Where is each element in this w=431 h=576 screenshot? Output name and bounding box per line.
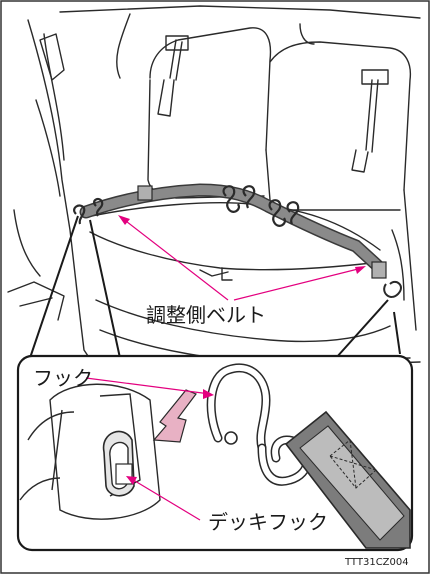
seat-back-right	[269, 41, 412, 191]
callout-lines-inset	[85, 377, 211, 521]
cargo-belt	[73, 183, 402, 298]
door-edge	[27, 19, 97, 369]
insert-arrow	[152, 389, 197, 443]
floor-front	[89, 231, 381, 271]
callout-arrowheads	[118, 215, 366, 274]
s-hooks	[73, 185, 300, 227]
figure-code: TTT31CZ004	[345, 557, 409, 568]
adjustment-belt-label: 調整側ベルト	[146, 303, 266, 327]
callout-lines-belt	[121, 217, 363, 301]
belt-buckle	[137, 185, 153, 201]
belt-buckle	[371, 261, 387, 279]
zoom-connectors	[29, 215, 401, 359]
deck-hook-label: デッキフック	[208, 510, 328, 534]
strap	[284, 410, 411, 549]
deck-hook-ring	[102, 430, 135, 497]
hook-label: フック	[33, 366, 93, 390]
inset-box	[16, 354, 414, 552]
seat-back-left	[149, 27, 272, 151]
belt-fill	[81, 185, 385, 273]
